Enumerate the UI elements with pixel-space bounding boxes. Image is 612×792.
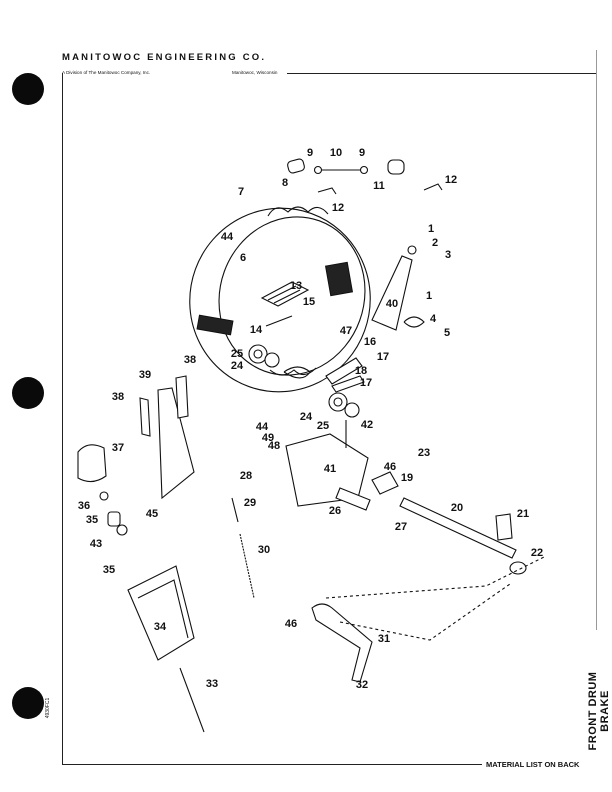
part-callout-38: 38 xyxy=(112,391,124,403)
part-callout-28: 28 xyxy=(240,470,252,482)
part-callout-25: 25 xyxy=(231,348,243,360)
frame-right-rule xyxy=(596,50,597,630)
company-name: MANITOWOC ENGINEERING CO. xyxy=(62,52,267,63)
part-callout-33: 33 xyxy=(206,678,218,690)
shaft-20 xyxy=(335,471,527,575)
lever-31 xyxy=(311,555,547,683)
part-callout-5: 5 xyxy=(444,327,450,339)
part-callout-47: 47 xyxy=(340,325,352,337)
part-callout-20: 20 xyxy=(451,502,463,514)
part-callout-17: 17 xyxy=(377,351,389,363)
frame-top-rule xyxy=(287,73,596,74)
part-callout-27: 27 xyxy=(395,521,407,533)
part-callout-35: 35 xyxy=(103,564,115,576)
brake-band xyxy=(189,206,371,393)
part-callout-19: 19 xyxy=(401,472,413,484)
links-and-washers xyxy=(248,344,365,418)
part-callout-30: 30 xyxy=(258,544,270,556)
part-callout-21: 21 xyxy=(517,508,529,520)
part-callout-4: 4 xyxy=(430,313,437,325)
part-callout-18: 18 xyxy=(355,365,367,377)
part-callout-38: 38 xyxy=(184,354,196,366)
part-callout-11: 11 xyxy=(373,180,385,192)
part-callout-24: 24 xyxy=(231,360,244,372)
part-callout-7: 7 xyxy=(238,186,244,198)
part-callout-44: 44 xyxy=(256,421,269,433)
part-callout-37: 37 xyxy=(112,442,124,454)
brake-lining-block xyxy=(260,281,310,327)
part-callout-36: 36 xyxy=(78,500,90,512)
part-callout-22: 22 xyxy=(531,547,543,559)
part-callout-15: 15 xyxy=(303,296,315,308)
part-callout-49: 49 xyxy=(262,432,274,444)
left-brackets xyxy=(139,375,195,500)
binder-hole-1 xyxy=(12,73,44,105)
part-callout-9: 9 xyxy=(359,147,365,159)
part-callout-46: 46 xyxy=(384,461,396,473)
part-callout-6: 6 xyxy=(240,252,246,264)
part-callout-34: 34 xyxy=(154,621,167,633)
part-callout-14: 14 xyxy=(250,324,263,336)
part-callout-45: 45 xyxy=(146,508,158,520)
division-text: A Division of The Manitowoc Company, Inc… xyxy=(62,70,151,75)
part-callout-23: 23 xyxy=(418,447,430,459)
top-pins xyxy=(287,158,443,195)
part-callout-2: 2 xyxy=(432,237,438,249)
part-callout-13: 13 xyxy=(290,280,302,292)
part-callout-10: 10 xyxy=(330,147,342,159)
cylinder-37 xyxy=(77,444,128,536)
part-callout-43: 43 xyxy=(90,538,102,550)
part-callout-24: 24 xyxy=(300,411,313,423)
support-bracket-41 xyxy=(285,420,369,507)
part-callout-1: 1 xyxy=(426,290,432,302)
frame-bottom-rule xyxy=(62,764,482,765)
part-callout-12: 12 xyxy=(445,174,457,186)
part-callout-17: 17 xyxy=(360,377,372,389)
material-list-note: MATERIAL LIST ON BACK xyxy=(486,760,580,769)
part-callout-42: 42 xyxy=(361,419,373,431)
frame-left-rule xyxy=(62,73,63,764)
part-callout-44: 44 xyxy=(221,231,234,243)
pedal-plate-34 xyxy=(127,565,195,661)
binder-hole-3 xyxy=(12,687,44,719)
location-text: Manitowoc, Wisconsin xyxy=(232,70,278,75)
part-callout-35: 35 xyxy=(86,514,98,526)
part-callout-26: 26 xyxy=(329,505,341,517)
part-callout-41: 41 xyxy=(324,463,336,475)
part-callout-3: 3 xyxy=(445,249,451,261)
part-callout-8: 8 xyxy=(282,177,288,189)
part-callout-16: 16 xyxy=(364,336,376,348)
part-callout-12: 12 xyxy=(332,202,344,214)
part-callout-46: 46 xyxy=(285,618,297,630)
spring-30-and-rods xyxy=(179,497,255,733)
part-callout-48: 48 xyxy=(268,440,280,452)
part-callout-9: 9 xyxy=(307,147,313,159)
part-callout-32: 32 xyxy=(356,679,368,691)
part-callout-1: 1 xyxy=(428,223,434,235)
part-callout-39: 39 xyxy=(139,369,151,381)
part-callout-40: 40 xyxy=(386,298,398,310)
part-callout-29: 29 xyxy=(244,497,256,509)
part-callout-25: 25 xyxy=(317,420,329,432)
binder-hole-2 xyxy=(12,377,44,409)
anchor-bracket-40 xyxy=(371,245,425,331)
part-callout-31: 31 xyxy=(378,633,390,645)
